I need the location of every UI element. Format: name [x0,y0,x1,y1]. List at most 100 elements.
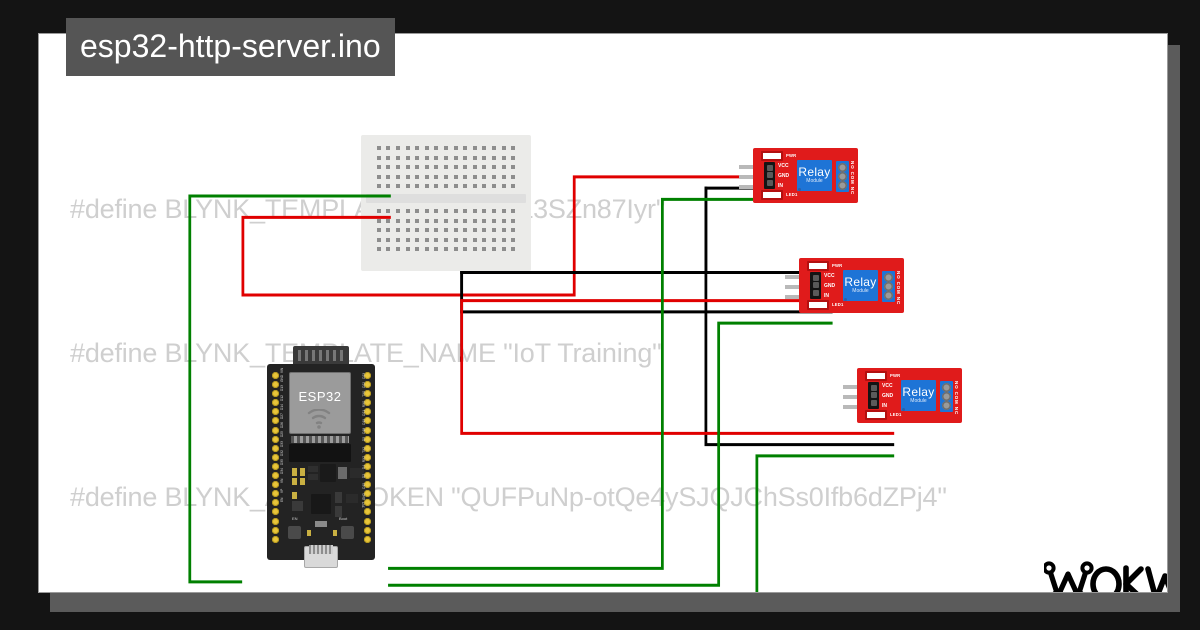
breadboard-hole[interactable] [376,247,381,251]
esp32-devkit-board[interactable]: ESP32 EN Boot [267,346,375,568]
relay-terminal-com[interactable] [838,172,847,181]
relay-pin-in[interactable] [870,400,877,407]
breadboard-hole[interactable] [444,155,448,160]
breadboard-hole[interactable] [444,228,448,232]
breadboard-hole[interactable] [453,209,458,213]
breadboard-row[interactable] [367,174,525,179]
esp32-pin[interactable] [271,472,279,480]
breadboard-hole[interactable] [415,209,420,213]
breadboard-hole[interactable] [415,155,420,160]
esp32-pin[interactable] [271,408,279,416]
breadboard-hole[interactable] [482,247,487,251]
breadboard-hole[interactable] [463,155,468,160]
esp32-pin[interactable] [271,517,279,525]
breadboard-hole[interactable] [396,155,401,160]
breadboard-hole[interactable] [491,146,496,150]
relay-pin-gnd[interactable] [766,172,773,179]
breadboard-hole[interactable] [501,155,506,160]
breadboard-hole[interactable] [511,184,516,188]
breadboard-hole[interactable] [463,237,468,242]
esp32-pin[interactable] [271,444,279,452]
breadboard-hole[interactable] [396,165,401,169]
relay-terminal-no[interactable] [838,163,847,172]
breadboard-hole[interactable] [482,165,487,169]
breadboard-hole[interactable] [482,146,487,150]
breadboard-hole[interactable] [472,146,477,150]
breadboard-hole[interactable] [405,155,410,160]
breadboard-hole[interactable] [444,174,448,179]
breadboard-hole[interactable] [463,184,468,188]
breadboard-hole[interactable] [463,146,468,150]
breadboard-hole[interactable] [501,237,506,242]
esp32-pin[interactable] [363,517,371,525]
relay-input-header[interactable] [810,272,821,299]
breadboard-hole[interactable] [501,228,506,232]
breadboard-hole[interactable] [386,209,391,213]
breadboard-hole[interactable] [396,184,401,188]
breadboard-hole[interactable] [386,218,391,223]
breadboard-hole[interactable] [491,184,496,188]
breadboard-hole[interactable] [415,237,420,242]
breadboard-hole[interactable] [511,155,516,160]
breadboard-hole[interactable] [472,228,477,232]
breadboard-hole[interactable] [396,247,401,251]
breadboard-hole[interactable] [396,146,401,150]
breadboard-hole[interactable] [376,146,381,150]
breadboard-row[interactable] [367,209,525,213]
breadboard-row[interactable] [367,228,525,232]
breadboard-hole[interactable] [482,184,487,188]
relay-terminal-com[interactable] [942,392,951,401]
breadboard-hole[interactable] [501,165,506,169]
breadboard-row[interactable] [367,218,525,223]
breadboard-hole[interactable] [511,146,516,150]
breadboard-hole[interactable] [424,155,429,160]
relay-terminal-no[interactable] [942,383,951,392]
breadboard-hole[interactable] [424,218,429,223]
breadboard-hole[interactable] [472,184,477,188]
breadboard-row[interactable] [367,247,525,251]
breadboard-hole[interactable] [491,174,496,179]
breadboard-hole[interactable] [482,218,487,223]
breadboard-hole[interactable] [472,209,477,213]
breadboard-hole[interactable] [482,209,487,213]
breadboard[interactable] [361,135,531,271]
relay-pin-vcc[interactable] [766,164,773,171]
breadboard-hole[interactable] [386,247,391,251]
breadboard-hole[interactable] [376,237,381,242]
relay-module-2[interactable]: PWR VCC GND IN LED1 Relay Module NO COM … [799,258,904,313]
esp32-pin[interactable] [363,508,371,516]
breadboard-hole[interactable] [434,218,439,223]
breadboard-hole[interactable] [453,247,458,251]
breadboard-hole[interactable] [501,247,506,251]
relay-input-header[interactable] [764,162,775,189]
breadboard-hole[interactable] [434,209,439,213]
breadboard-hole[interactable] [472,174,477,179]
breadboard-hole[interactable] [511,209,516,213]
breadboard-hole[interactable] [424,165,429,169]
esp32-pin[interactable] [271,462,279,470]
breadboard-row[interactable] [367,155,525,160]
breadboard-hole[interactable] [491,165,496,169]
relay-pin-gnd[interactable] [870,392,877,399]
esp32-pin[interactable] [271,535,279,543]
breadboard-hole[interactable] [453,228,458,232]
breadboard-hole[interactable] [444,247,448,251]
breadboard-hole[interactable] [453,174,458,179]
breadboard-row[interactable] [367,146,525,150]
breadboard-hole[interactable] [472,155,477,160]
breadboard-hole[interactable] [491,155,496,160]
breadboard-hole[interactable] [511,228,516,232]
relay-screw-terminal[interactable] [836,161,849,192]
esp32-pin[interactable] [363,526,371,534]
breadboard-hole[interactable] [434,165,439,169]
breadboard-hole[interactable] [376,165,381,169]
breadboard-hole[interactable] [463,218,468,223]
breadboard-hole[interactable] [424,146,429,150]
breadboard-hole[interactable] [386,237,391,242]
breadboard-hole[interactable] [376,218,381,223]
esp32-pin[interactable] [271,499,279,507]
breadboard-hole[interactable] [386,155,391,160]
breadboard-hole[interactable] [444,209,448,213]
breadboard-hole[interactable] [424,184,429,188]
breadboard-hole[interactable] [472,165,477,169]
